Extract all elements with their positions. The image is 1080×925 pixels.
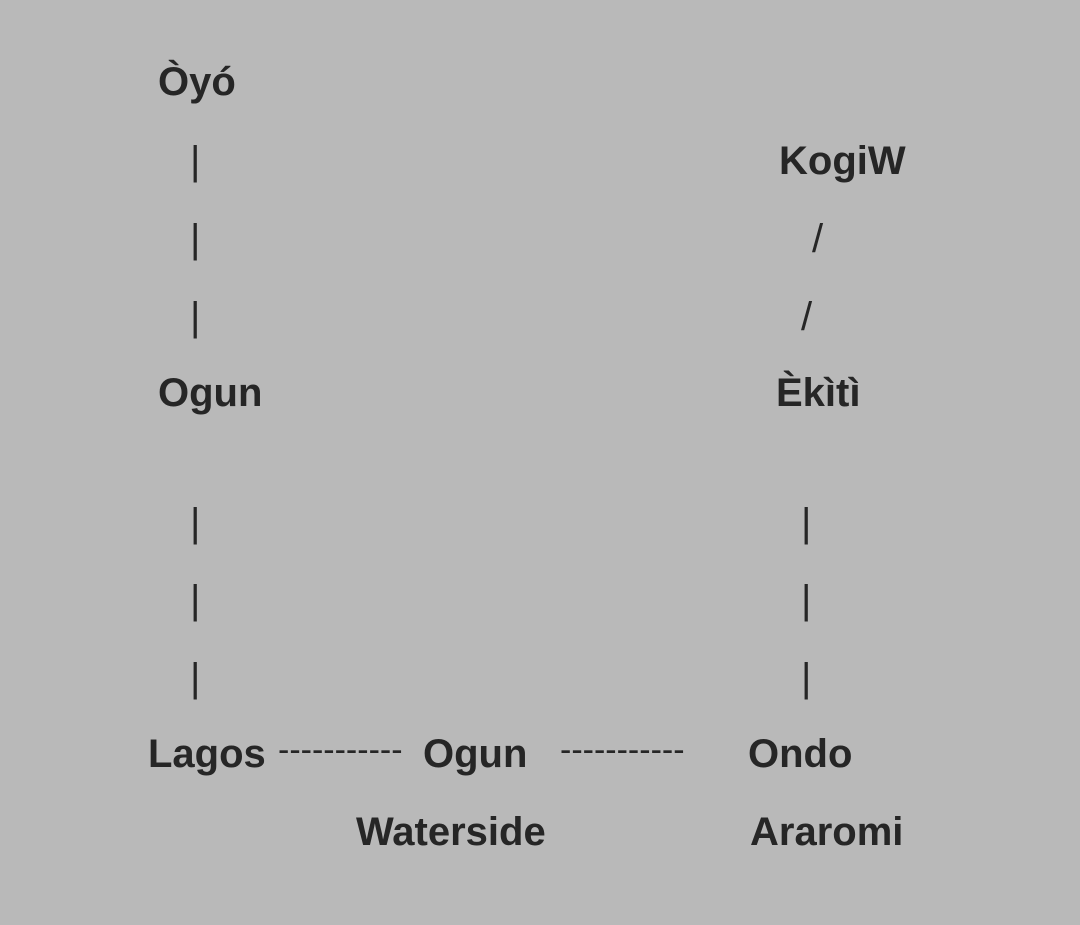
- node-ogun: Ogun: [158, 371, 263, 415]
- node-lagos: Lagos: [148, 732, 266, 776]
- connector-pipe: |: [801, 578, 812, 622]
- connector-pipe: |: [190, 139, 201, 183]
- connector-pipe: |: [801, 656, 812, 700]
- node-ogun-waterside-line1: Ogun: [423, 732, 528, 776]
- connector-pipe: |: [190, 656, 201, 700]
- node-ondo-line1: Ondo: [748, 732, 853, 776]
- connector-pipe: |: [801, 501, 812, 545]
- connector-pipe: |: [190, 295, 201, 339]
- connector-slash: /: [801, 295, 813, 339]
- node-ogun-waterside-line2: Waterside: [356, 810, 546, 854]
- connector-dash-left: -----------: [278, 731, 403, 769]
- node-ondo-line2: Araromi: [750, 810, 904, 854]
- node-ekiti: Èkìtì: [776, 371, 861, 415]
- connector-pipe: |: [190, 217, 201, 261]
- node-oyo: Òyó: [158, 60, 236, 104]
- connector-pipe: |: [190, 578, 201, 622]
- connector-slash: /: [812, 217, 824, 261]
- connector-pipe: |: [190, 501, 201, 545]
- node-kogi: KogiW: [779, 139, 906, 183]
- connector-dash-right: -----------: [560, 731, 685, 769]
